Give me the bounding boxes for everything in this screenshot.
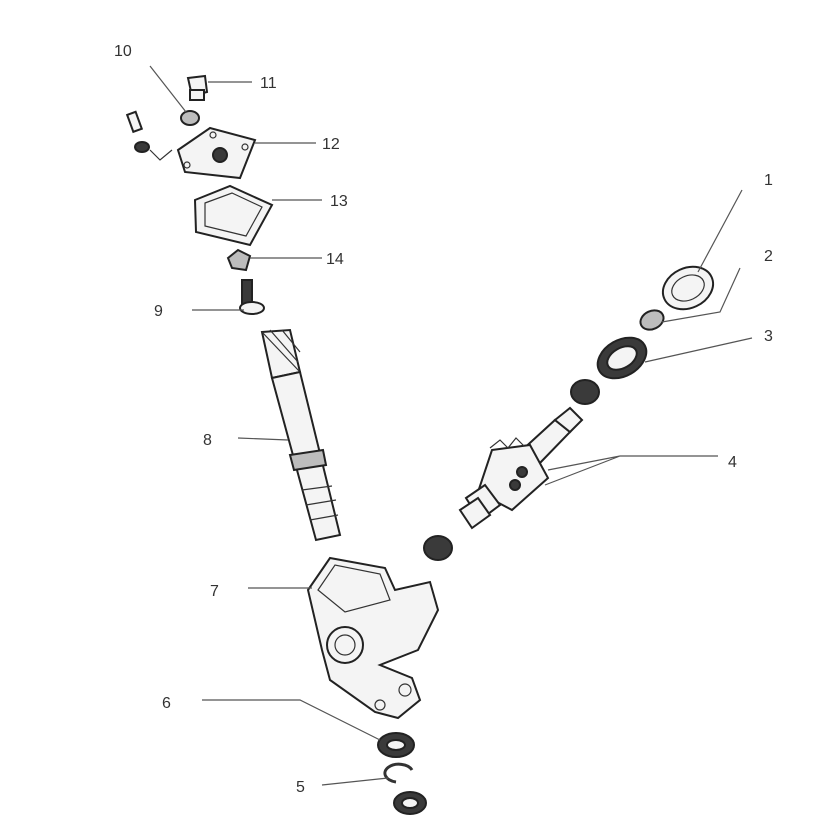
leader-2 (661, 267, 741, 323)
bolt-part-9 (239, 279, 265, 315)
callout-1: 1 (764, 172, 773, 189)
callout-4: 4 (728, 454, 737, 471)
leader-lines (149, 65, 753, 786)
leader-1 (697, 189, 743, 273)
nut-part-14 (226, 248, 252, 272)
steering-box-housing-part-7 (306, 556, 440, 720)
gasket-part-13 (193, 184, 274, 247)
cover-plate-part-12 (176, 126, 257, 180)
callout-14: 14 (326, 251, 344, 268)
callout-7: 7 (210, 583, 219, 600)
callout-10: 10 (114, 43, 132, 60)
leader-5 (321, 777, 389, 786)
sector-shaft-part-8 (260, 328, 342, 542)
callout-6: 6 (162, 695, 171, 712)
callout-8: 8 (203, 432, 212, 449)
leader-8 (237, 437, 289, 441)
callout-3: 3 (764, 328, 773, 345)
washer-part-10 (180, 110, 200, 126)
washer-part-2 (639, 309, 665, 331)
leader-4 (544, 455, 718, 486)
leader-3 (644, 337, 753, 363)
seal-part-6 (377, 732, 415, 758)
seal-ring-part-1 (661, 265, 715, 311)
callout-11: 11 (260, 75, 277, 92)
callout-2: 2 (764, 248, 773, 265)
bearing-ball-lower (423, 535, 453, 561)
callout-9: 9 (154, 303, 163, 320)
leader-10 (149, 65, 187, 113)
worm-gear-part-4 (458, 406, 584, 530)
plug-part-11 (186, 74, 209, 101)
leader-6 (202, 699, 381, 741)
screw-and-nut-small (125, 110, 173, 161)
circlip-part-5 (383, 762, 414, 784)
bearing-ball-upper (570, 379, 600, 405)
callout-13: 13 (330, 193, 348, 210)
callout-12: 12 (322, 136, 340, 153)
callout-5: 5 (296, 779, 305, 796)
bearing-part-3 (596, 336, 648, 380)
nut-bottom (393, 791, 427, 815)
